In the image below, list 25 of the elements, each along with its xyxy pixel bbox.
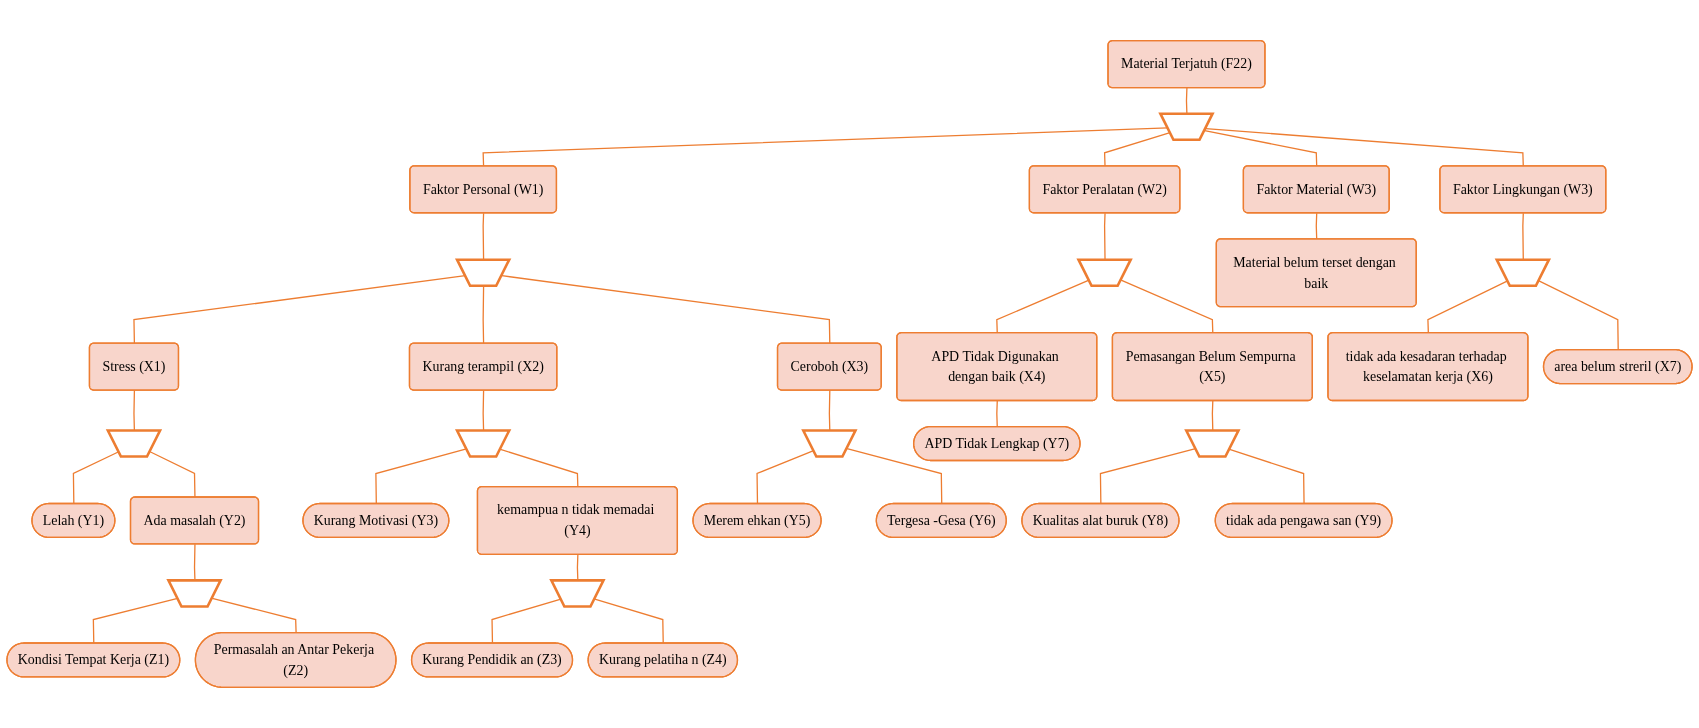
connector: [499, 448, 579, 488]
node-gate: [1184, 429, 1241, 458]
node-gate: [1076, 258, 1133, 288]
connector: [501, 275, 831, 345]
connector: [482, 127, 1169, 167]
connector: [1228, 448, 1305, 505]
connector: [482, 285, 485, 345]
connector: [1120, 279, 1214, 334]
node-gate: [166, 579, 223, 608]
node-gate: [549, 579, 606, 608]
connector: [1103, 131, 1171, 167]
node-gate: [454, 429, 512, 458]
node-gate: [801, 429, 858, 458]
connector: [594, 598, 664, 645]
connector: [996, 400, 998, 428]
connector: [1205, 127, 1524, 167]
node-gate: [105, 429, 163, 458]
connector: [211, 597, 297, 634]
connector: [846, 447, 943, 505]
node-gate: [1158, 112, 1215, 142]
node-gate: [454, 258, 512, 288]
connector: [1538, 280, 1619, 351]
node-gate: [1494, 258, 1552, 288]
connector: [1204, 130, 1318, 167]
connector: [1315, 212, 1318, 240]
